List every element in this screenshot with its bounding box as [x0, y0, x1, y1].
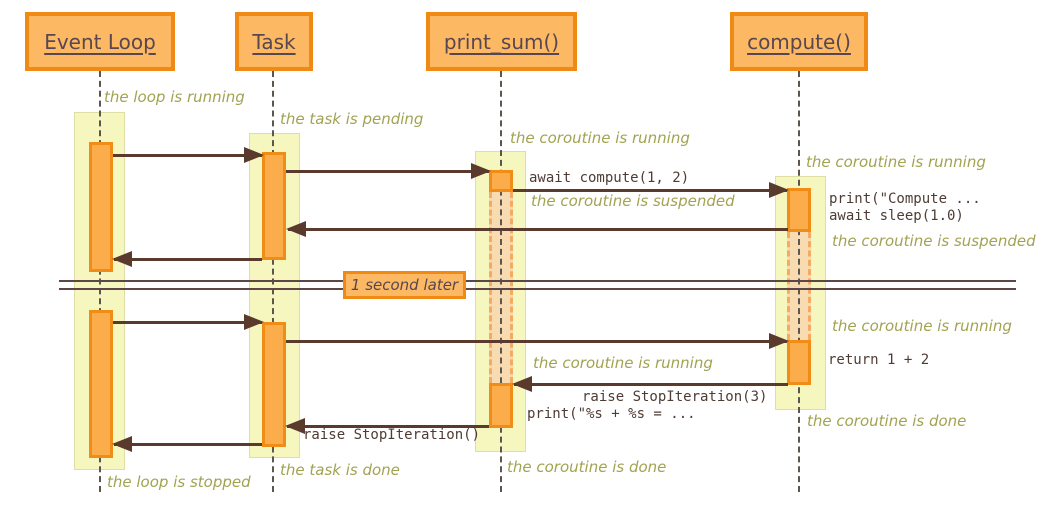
code-label-print-sum-result: print("%s + %s = ...	[527, 406, 696, 422]
state-label-compute-running-1: the coroutine is running	[806, 153, 986, 171]
activation-bar-event-loop-1	[89, 142, 113, 272]
state-label-printsum-suspended: the coroutine is suspended	[531, 192, 735, 210]
message-arrow-printsum-to-compute	[513, 182, 789, 198]
message-arrow-printsum-to-task	[285, 418, 489, 434]
divider-label-box: 1 second later	[343, 271, 466, 299]
state-label-compute-suspended: the coroutine is suspended	[832, 232, 1036, 250]
activation-bar-print-sum-2	[489, 383, 513, 428]
activation-bar-event-loop-2	[89, 310, 113, 458]
participant-box-event-loop: Event Loop	[25, 12, 175, 71]
activation-bar-compute-1	[787, 188, 811, 232]
state-label-printsum-running-2: the coroutine is running	[533, 354, 713, 372]
code-label-await-compute: await compute(1, 2)	[529, 170, 690, 186]
activation-bar-compute-2	[787, 340, 811, 385]
participant-box-print-sum: print_sum()	[426, 12, 577, 71]
state-label-printsum-running-1: the coroutine is running	[510, 129, 690, 147]
code-label-raise-stopiteration-3: raise StopIteration(3)	[582, 389, 768, 405]
state-label-task-pending: the task is pending	[280, 110, 424, 128]
participant-box-compute: compute()	[730, 12, 868, 71]
state-label-loop-running: the loop is running	[104, 88, 245, 106]
divider-line-top	[59, 280, 1016, 282]
activation-bar-print-sum-1	[489, 170, 513, 192]
participant-label-compute: compute()	[747, 29, 851, 54]
message-arrow-task-to-compute	[286, 333, 789, 349]
activation-bar-task-1	[262, 152, 286, 260]
activation-bar-task-2	[262, 322, 286, 447]
message-arrow-compute-to-task	[286, 221, 788, 237]
message-arrow-loop-to-task-1	[113, 147, 264, 163]
state-label-loop-stopped: the loop is stopped	[107, 473, 251, 491]
message-arrow-loop-to-task-2	[113, 314, 264, 330]
participant-label-event-loop: Event Loop	[44, 29, 156, 54]
participant-label-task: Task	[252, 29, 296, 54]
state-label-printsum-done: the coroutine is done	[507, 458, 667, 476]
code-label-return: return 1 + 2	[828, 352, 930, 368]
state-label-compute-running-2: the coroutine is running	[832, 317, 1012, 335]
message-arrow-task-to-loop-2	[112, 436, 262, 452]
state-label-compute-done: the coroutine is done	[807, 412, 967, 430]
participant-box-task: Task	[235, 12, 313, 71]
message-arrow-task-to-loop-1	[112, 251, 262, 267]
message-arrow-task-to-printsum-1	[286, 163, 491, 179]
divider-line-bottom	[59, 288, 1016, 290]
divider-label: 1 second later	[350, 276, 459, 294]
message-arrow-compute-to-printsum	[512, 376, 788, 392]
state-label-task-done: the task is done	[280, 461, 400, 479]
code-label-await-sleep: await sleep(1.0)	[829, 208, 964, 224]
code-label-print-compute: print("Compute ...	[829, 191, 981, 207]
participant-label-print-sum: print_sum()	[443, 29, 560, 54]
code-label-raise-stopiteration: raise StopIteration()	[303, 427, 481, 443]
